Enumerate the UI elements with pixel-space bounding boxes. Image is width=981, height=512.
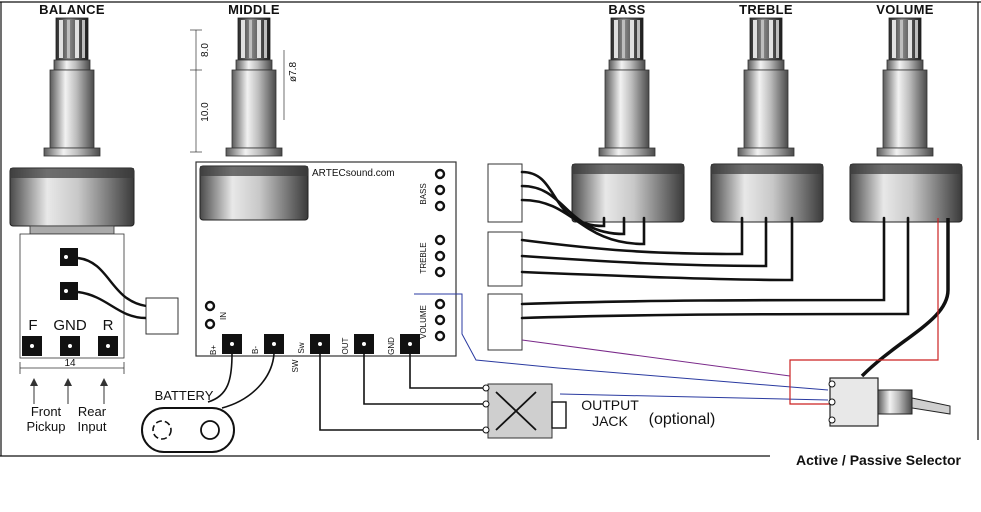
volume-switch-wire <box>860 218 950 378</box>
treble-pot: TREBLE <box>710 2 824 223</box>
balance-connector <box>145 297 179 335</box>
balance-f-label: F <box>28 317 37 334</box>
treble-label: TREBLE <box>739 2 793 17</box>
jack-label: JACK <box>592 413 628 429</box>
dim-diam-label: ø7.8 <box>288 62 299 82</box>
in-label: IN <box>219 312 228 320</box>
pad-bplus-label: B+ <box>209 345 218 355</box>
pad-sw-label: Sw <box>297 342 306 353</box>
balance-pad-mid <box>60 282 78 300</box>
balance-pad-top <box>60 248 78 266</box>
pad-gnd-label: GND <box>387 337 396 355</box>
dim-8-label: 8.0 <box>200 43 211 57</box>
output-jack: OUTPUT JACK (optional) <box>482 383 716 439</box>
brand-label: ARTECsound.com <box>312 168 395 179</box>
optional-label: (optional) <box>649 411 716 428</box>
rear-label: Rear <box>78 404 107 419</box>
balance-gnd-label: GND <box>53 317 87 334</box>
pad-sw2-label: SW <box>291 359 300 372</box>
middle-label: MIDDLE <box>228 2 280 17</box>
pot-wires <box>520 170 910 320</box>
battery-label: BATTERY <box>155 388 214 403</box>
balance-label: BALANCE <box>39 2 105 17</box>
board-bass-label: BASS <box>419 183 428 204</box>
bass-pot: BASS <box>571 2 685 223</box>
bass-label: BASS <box>608 2 645 17</box>
balance-r-label: R <box>103 317 114 334</box>
width-dim: 14 <box>64 358 76 369</box>
selector-caption: Active / Passive Selector <box>796 452 961 468</box>
preamp-board: ARTECsound.com BASS TREBLE VOLUME IN B+ … <box>195 161 457 372</box>
pad-out-label: OUT <box>341 337 350 354</box>
board-volume-label: VOLUME <box>419 305 428 339</box>
board-treble-label: TREBLE <box>419 242 428 273</box>
input-label: Input <box>78 419 107 434</box>
dim-10-label: 10.0 <box>200 102 211 122</box>
selector-switch <box>414 218 951 427</box>
volume-pot: VOLUME <box>849 2 963 223</box>
output-label: OUTPUT <box>581 397 639 413</box>
board-wires <box>207 353 484 431</box>
pad-bminus-label: B- <box>251 346 260 354</box>
balance-pot: BALANCE F GND R 14 Front Pickup Rear Inp… <box>9 2 179 434</box>
battery: BATTERY <box>141 388 235 453</box>
pickup-label: Pickup <box>26 419 65 434</box>
front-label: Front <box>31 404 62 419</box>
middle-pot: MIDDLE 8.0 10.0 ø7.8 <box>190 2 299 157</box>
connector-blocks <box>487 163 523 351</box>
volume-label: VOLUME <box>876 2 933 17</box>
